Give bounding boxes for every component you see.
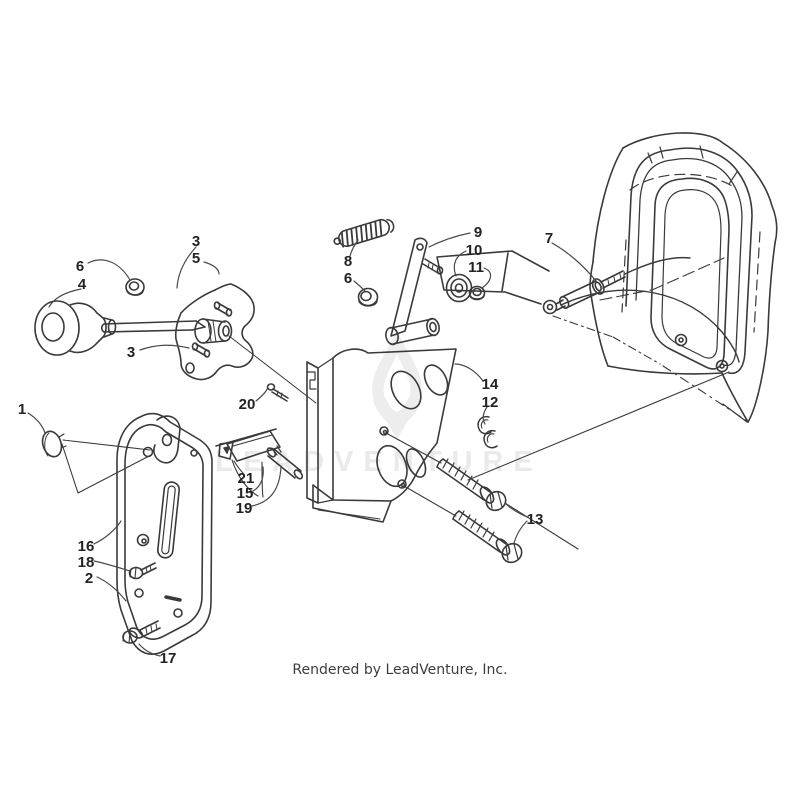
panel-plate-and-gasket [116,412,213,655]
callout-21: 21 [238,470,255,487]
render-credit-caption: Rendered by LeadVenture, Inc. [292,662,508,678]
callout-leader-lines [27,232,597,657]
callout-19: 19 [236,500,253,517]
callout-16: 16 [78,538,95,555]
callout-20: 20 [239,396,256,413]
choke-cable [436,250,740,365]
callout-6a: 6 [76,258,84,275]
cap-plug [41,430,152,494]
switch-assembly [215,428,304,498]
callout-18: 18 [78,554,95,571]
e-clips [477,415,498,449]
leadventure-watermark-logo [372,328,422,440]
callout-13: 13 [527,511,544,528]
choke-lever-plate [174,283,317,404]
callout-10: 10 [466,242,483,259]
callout-1: 1 [18,401,26,418]
callout-4: 4 [78,276,87,293]
callout-12: 12 [482,394,499,411]
callout-5: 5 [192,250,200,267]
nut-center [357,287,379,307]
roller [445,273,473,303]
callout-7: 7 [545,230,553,247]
choke-rod [100,320,206,333]
callout-9: 9 [474,224,482,241]
screw-18 [128,562,157,580]
callout-17: 17 [160,650,177,667]
nut-left [125,278,145,296]
callout-3b: 3 [127,344,135,361]
callout-2: 2 [85,570,93,587]
return-spring [333,218,395,248]
hex-bolts [436,458,523,564]
nut-small [468,285,486,301]
callout-15: 15 [237,485,254,502]
callout-14: 14 [482,376,499,393]
screw-17 [122,620,161,644]
mounting-bracket [306,348,579,550]
callout-11: 11 [468,259,484,276]
bellcrank-lever [385,237,444,346]
callout-labels: 1 2 3 3 4 5 6 6 7 8 9 10 11 12 13 14 15 … [18,224,553,667]
callout-8: 8 [344,253,352,270]
callout-3a: 3 [192,233,200,250]
choke-knob [34,300,117,356]
callout-6b: 6 [344,270,352,287]
pin-screw [266,383,289,402]
console-housing [467,132,778,481]
